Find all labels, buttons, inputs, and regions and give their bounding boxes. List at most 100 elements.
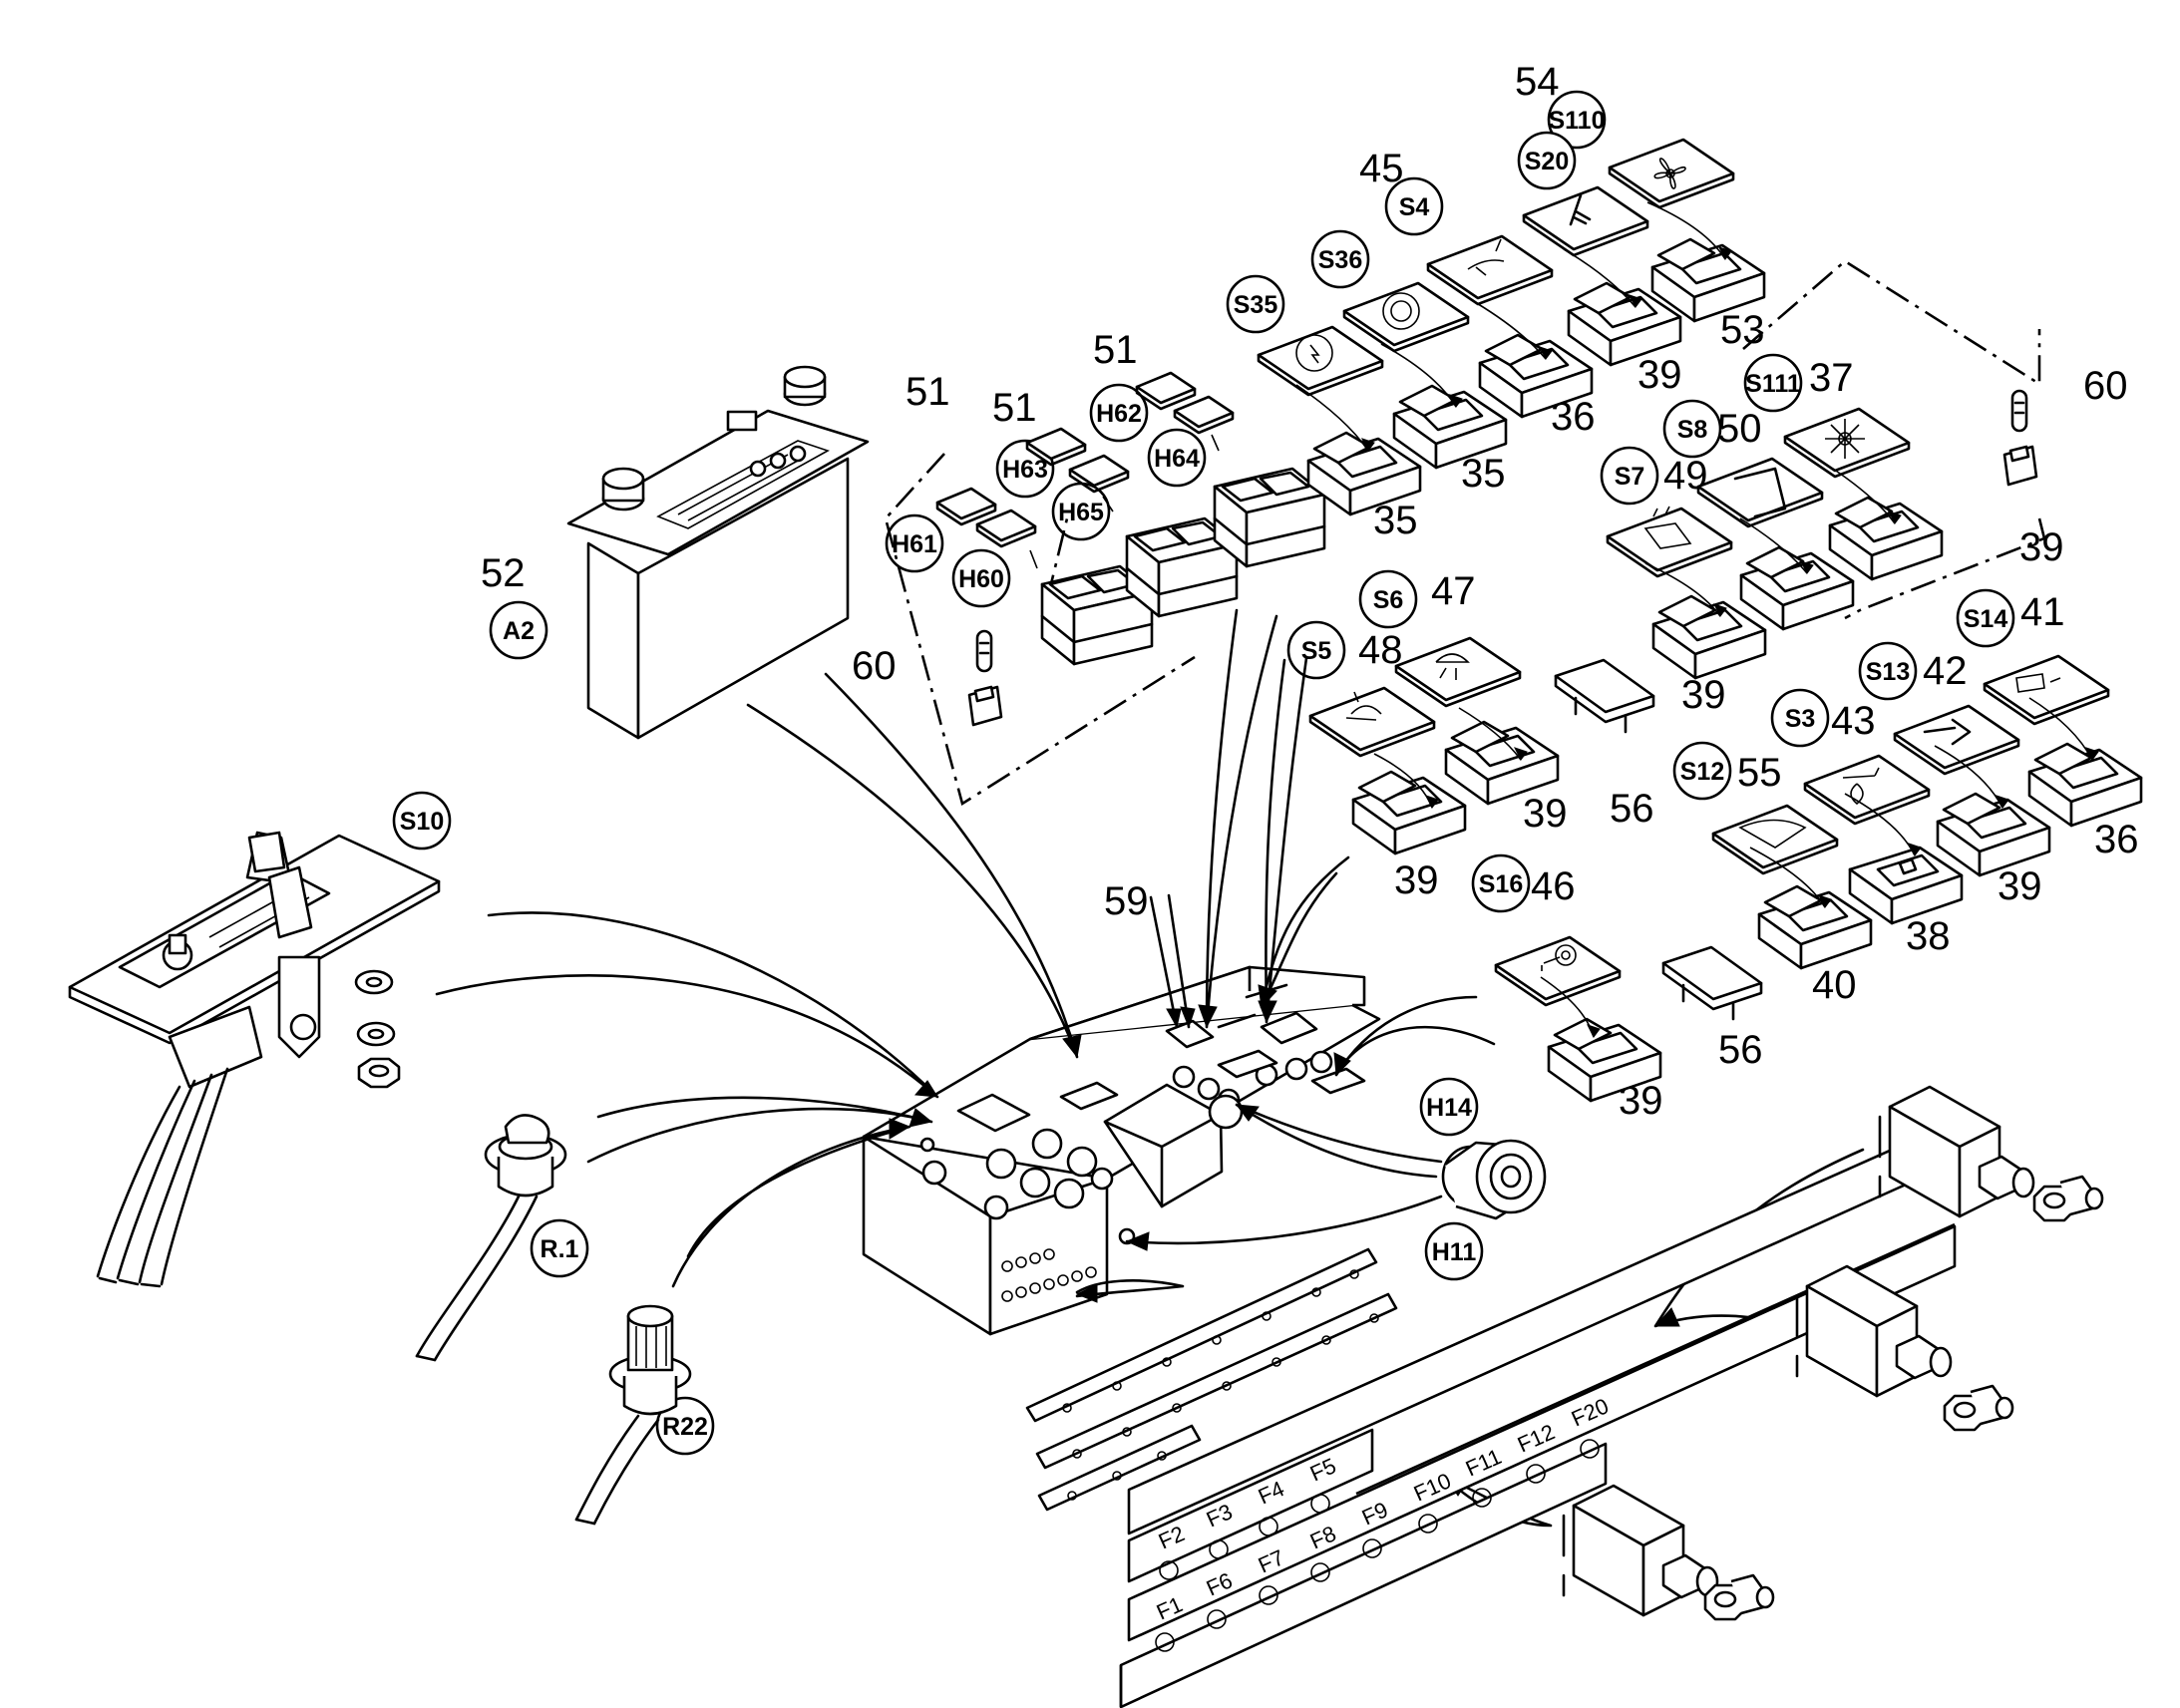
designator-h63: H63 (995, 439, 1055, 499)
svg-text:R22: R22 (662, 1413, 708, 1441)
designator-s111: S111 (1743, 353, 1803, 413)
designator-s35: S35 (1226, 274, 1285, 334)
callout-42: 42 (1923, 649, 1968, 693)
designator-s110: S110 (1547, 90, 1607, 150)
circuit-breakers (1562, 1085, 2104, 1621)
designator-s3: S3 (1770, 688, 1830, 748)
callout-41: 41 (2020, 590, 2065, 634)
control-module-a2 (566, 365, 870, 740)
callout-50: 50 (1717, 407, 1762, 451)
svg-text:S36: S36 (1318, 246, 1362, 274)
svg-text:S8: S8 (1677, 416, 1708, 444)
svg-text:H60: H60 (958, 565, 1004, 593)
blanking-plug-56 (1554, 658, 1655, 734)
designator-s4: S4 (1384, 176, 1444, 236)
designator-r22: R22 (655, 1396, 715, 1456)
svg-text:H64: H64 (1154, 445, 1200, 473)
designator-s8: S8 (1662, 399, 1722, 459)
terminal-strips (1025, 1120, 1957, 1708)
designator-h64: H64 (1147, 428, 1207, 488)
callout-60: 60 (2083, 364, 2128, 408)
svg-text:S13: S13 (1866, 658, 1910, 686)
callout-35: 35 (1373, 499, 1418, 542)
designator-s16: S16 (1471, 854, 1531, 913)
svg-text:S6: S6 (1373, 586, 1404, 614)
callout-48: 48 (1358, 628, 1403, 672)
designator-s13: S13 (1858, 641, 1918, 701)
callout-49: 49 (1663, 454, 1708, 498)
designator-h61: H61 (885, 513, 944, 573)
callout-51: 51 (906, 370, 950, 414)
svg-text:H61: H61 (892, 530, 937, 558)
callout-53: 53 (1720, 308, 1765, 352)
callout-52: 52 (481, 551, 526, 595)
designator-s36: S36 (1310, 229, 1370, 289)
designator-h14: H14 (1419, 1077, 1479, 1137)
designator-s14: S14 (1956, 588, 2015, 648)
rheostat-r22 (574, 1304, 692, 1526)
designator-s12: S12 (1672, 741, 1732, 801)
designator-h62: H62 (1089, 383, 1149, 443)
svg-text:H62: H62 (1096, 400, 1142, 428)
designator-h65: H65 (1051, 482, 1111, 541)
rheostat-r1 (415, 1114, 567, 1362)
designator-s6: S6 (1358, 569, 1418, 629)
callout-56: 56 (1610, 787, 1654, 831)
designator-h60: H60 (951, 548, 1011, 608)
washer-stack (354, 969, 401, 1089)
designator-s7: S7 (1600, 446, 1659, 506)
svg-text:S12: S12 (1680, 758, 1724, 786)
svg-text:R.1: R.1 (541, 1235, 579, 1263)
switch-group-right-lower (1494, 654, 2143, 1103)
callout-46: 46 (1531, 864, 1576, 908)
designator-h11: H11 (1424, 1221, 1484, 1281)
designator-r1: R.1 (530, 1218, 589, 1278)
switch-row-upper (1257, 138, 1766, 516)
callout-37: 37 (1809, 356, 1854, 400)
callout-51: 51 (992, 386, 1037, 430)
callout-39: 39 (1523, 792, 1568, 836)
switch-group-middle (1308, 636, 1655, 855)
callout-39: 39 (1394, 858, 1439, 902)
callout-45: 45 (1359, 147, 1404, 190)
callout-47: 47 (1431, 569, 1476, 613)
callout-38: 38 (1906, 914, 1951, 958)
callout-55: 55 (1737, 751, 1782, 795)
designator-s20: S20 (1517, 131, 1577, 190)
callout-60: 60 (852, 644, 897, 688)
svg-text:S110: S110 (1548, 107, 1605, 135)
svg-text:H63: H63 (1002, 456, 1048, 484)
lever-switch-s10 (68, 831, 441, 1288)
svg-text:H11: H11 (1432, 1238, 1477, 1266)
designator-a2: A2 (489, 600, 548, 660)
svg-text:S3: S3 (1785, 705, 1816, 733)
dashboard-console (862, 965, 1381, 1336)
callout-51: 51 (1093, 328, 1138, 372)
callout-40: 40 (1812, 963, 1857, 1007)
callout-39: 39 (1998, 864, 2042, 908)
svg-text:S35: S35 (1234, 291, 1278, 319)
svg-text:S111: S111 (1745, 370, 1801, 398)
fuse-holes (1001, 1248, 1097, 1302)
svg-text:S16: S16 (1479, 870, 1523, 898)
indicator-lamp-group (884, 371, 1326, 807)
buzzer-h14 (1441, 1139, 1547, 1220)
designator-s5: S5 (1286, 620, 1346, 680)
callout-numbers: 54 45 53 39 36 37 60 50 49 39 35 35 51 5… (481, 60, 2139, 1123)
svg-text:A2: A2 (503, 617, 535, 645)
blanking-plug-56b (1661, 945, 1763, 1021)
callout-35: 35 (1461, 452, 1506, 496)
circled-designators: S110 S20 S4 S36 S35 S111 S8 S7 H62 H63 H… (392, 90, 2015, 1456)
callout-39: 39 (1681, 673, 1726, 717)
svg-text:S20: S20 (1525, 148, 1569, 175)
switch-group-right-upper (1606, 259, 2046, 680)
callout-39: 39 (1637, 353, 1682, 397)
svg-text:S4: S4 (1399, 193, 1430, 221)
callout-43: 43 (1831, 699, 1876, 743)
svg-text:S7: S7 (1615, 463, 1645, 491)
callout-59: 59 (1104, 879, 1149, 923)
callout-56: 56 (1718, 1028, 1763, 1072)
svg-text:H14: H14 (1426, 1094, 1472, 1122)
callout-54: 54 (1515, 60, 1560, 104)
